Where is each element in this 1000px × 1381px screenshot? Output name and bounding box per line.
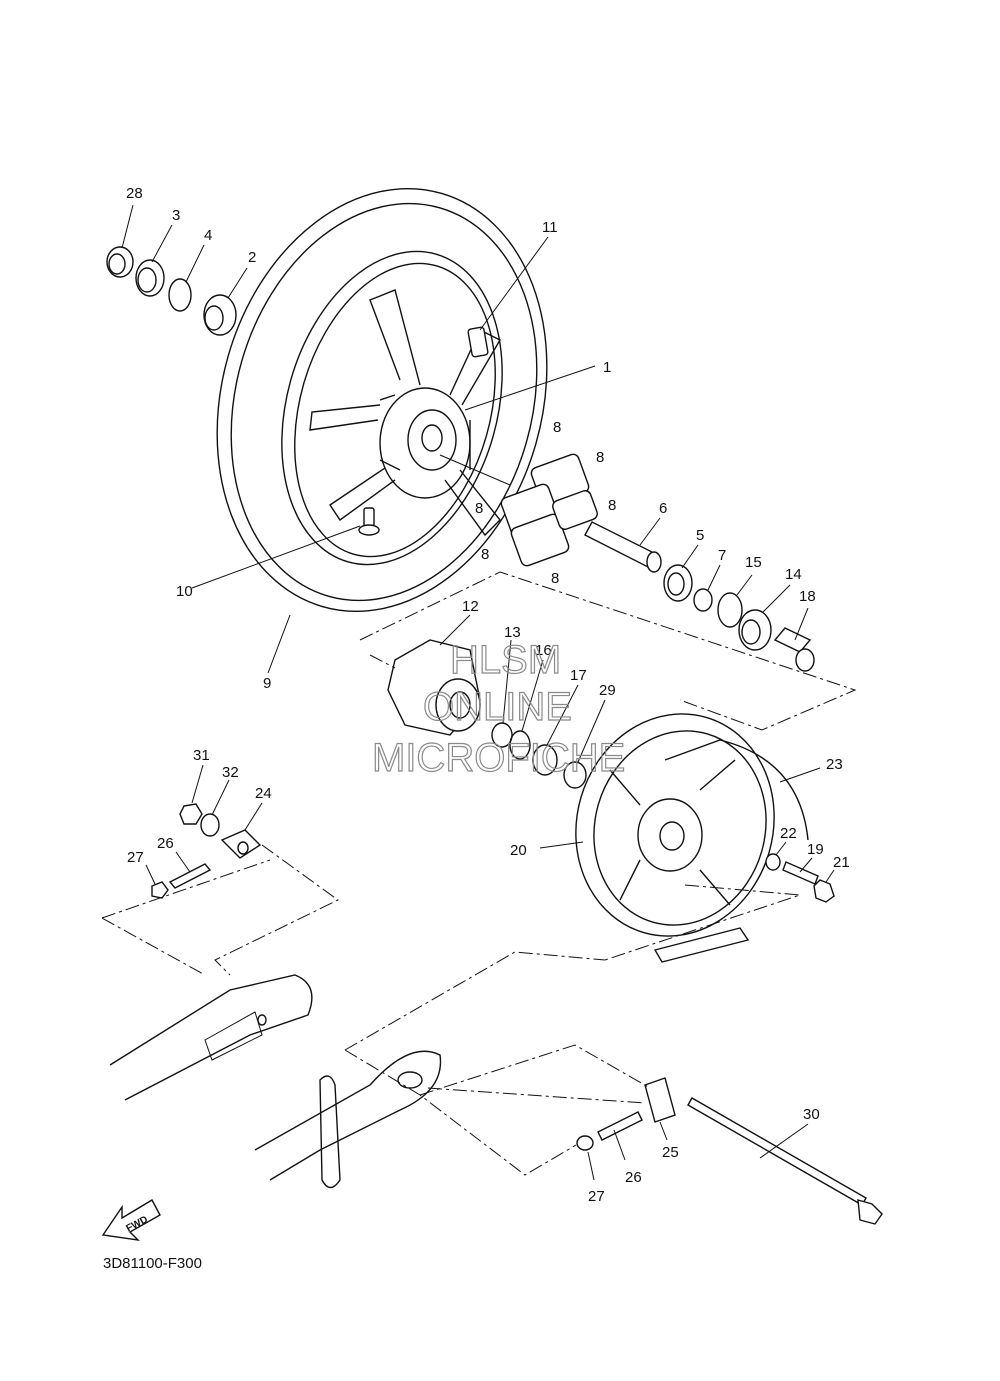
watermark-line-1: HLSM xyxy=(450,638,561,682)
callout-8b: 8 xyxy=(596,449,604,466)
callout-6: 6 xyxy=(659,500,667,517)
callout-1: 1 xyxy=(603,359,611,376)
callout-8d: 8 xyxy=(608,497,616,514)
bolt-26-right xyxy=(597,1111,643,1141)
callout-19: 19 xyxy=(807,841,824,858)
circlip-16 xyxy=(509,730,531,760)
callout-14: 14 xyxy=(785,566,802,583)
rear-pulley-20 xyxy=(575,713,775,937)
callout-21: 21 xyxy=(833,854,850,871)
circlip-15 xyxy=(717,592,743,628)
swingarm-right xyxy=(254,1050,442,1189)
collar-6 xyxy=(584,521,662,573)
nut-27-right xyxy=(576,1135,594,1151)
callout-31: 31 xyxy=(193,747,210,764)
callout-27-right: 27 xyxy=(588,1188,605,1205)
callout-7: 7 xyxy=(718,547,726,564)
callout-30: 30 xyxy=(803,1106,820,1123)
adjuster-24 xyxy=(220,829,262,859)
bolt-26 xyxy=(168,863,212,889)
collar-7 xyxy=(693,588,713,612)
adjuster-25 xyxy=(644,1077,676,1123)
swingarm-left xyxy=(109,974,313,1101)
callout-5: 5 xyxy=(696,527,704,544)
assembly-lines xyxy=(101,571,857,1176)
washer-22 xyxy=(765,853,781,871)
callout-20: 20 xyxy=(510,842,527,859)
nut-31 xyxy=(179,803,203,825)
callout-26: 26 xyxy=(157,835,174,852)
callout-11: 11 xyxy=(542,219,558,236)
callout-16: 16 xyxy=(535,642,552,659)
watermark: HLSM ONLINE MICROFICHE xyxy=(371,637,626,780)
forward-arrow: FWD xyxy=(101,1199,161,1241)
callout-8c: 8 xyxy=(475,500,483,517)
callout-8a: 8 xyxy=(553,419,561,436)
watermark-line-3: MICROFICHE xyxy=(372,736,625,780)
drive-belt-23 xyxy=(653,739,809,963)
callout-18: 18 xyxy=(799,588,816,605)
callout-labels: 28 3 4 2 11 1 8 8 8 8 8 8 6 5 7 15 14 18… xyxy=(126,185,850,1205)
axle-30 xyxy=(687,1097,883,1225)
callout-15: 15 xyxy=(745,554,762,571)
callout-3: 3 xyxy=(172,207,180,224)
callout-24: 24 xyxy=(255,785,272,802)
collar-18 xyxy=(773,627,815,672)
oil-seal-3 xyxy=(135,259,165,297)
callout-4: 4 xyxy=(204,227,212,244)
bearing-28 xyxy=(106,246,134,278)
callout-8e: 8 xyxy=(481,546,489,563)
valve-stem xyxy=(358,507,380,536)
circlip-4 xyxy=(168,278,192,312)
callout-23: 23 xyxy=(826,756,843,773)
callout-8f: 8 xyxy=(551,570,559,587)
callout-9: 9 xyxy=(263,675,271,692)
driven-hub-12 xyxy=(387,639,481,736)
watermark-line-2: ONLINE xyxy=(423,685,572,729)
callout-2: 2 xyxy=(248,249,256,266)
bolt-19 xyxy=(782,861,819,885)
callout-28: 28 xyxy=(126,185,143,202)
diagram-code: 3D81100-F300 xyxy=(103,1255,202,1272)
callout-25: 25 xyxy=(662,1144,679,1161)
nut-21 xyxy=(813,879,835,903)
callout-22: 22 xyxy=(780,825,797,842)
rear-wheel-assembly xyxy=(216,187,548,613)
callout-12: 12 xyxy=(462,598,479,615)
callout-27: 27 xyxy=(127,849,144,866)
bearing-5 xyxy=(663,564,693,602)
wheel-damper xyxy=(500,453,598,567)
callout-29: 29 xyxy=(599,682,616,699)
bearing-13 xyxy=(491,722,513,748)
leader-lines xyxy=(121,204,835,1181)
bearing-2 xyxy=(203,294,237,336)
callout-13: 13 xyxy=(504,624,521,641)
collar-29 xyxy=(563,761,587,789)
washer-32 xyxy=(200,813,220,837)
bearing-14 xyxy=(738,609,772,651)
callout-32: 32 xyxy=(222,764,239,781)
nut-27 xyxy=(151,881,169,899)
balance-weight xyxy=(467,326,489,358)
oil-seal-17 xyxy=(532,744,558,776)
callout-17: 17 xyxy=(570,667,587,684)
callout-10: 10 xyxy=(176,583,193,600)
callout-26-right: 26 xyxy=(625,1169,642,1186)
